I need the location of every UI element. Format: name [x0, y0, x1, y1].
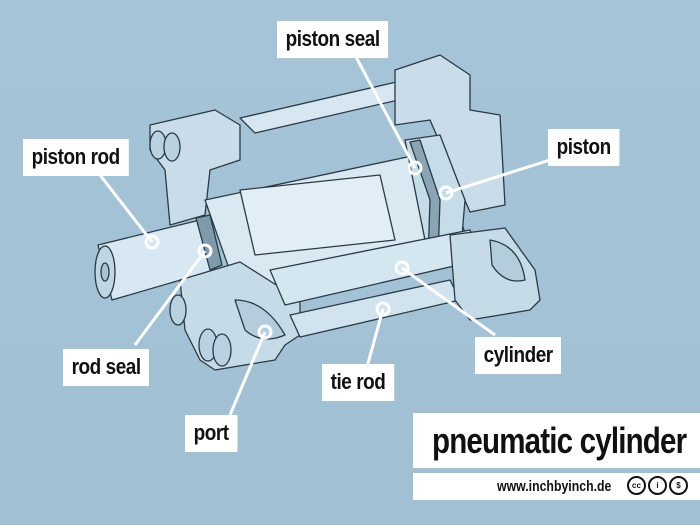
nc-noncommercial-icon: $ [669, 476, 688, 495]
label-cylinder: cylinder [475, 337, 562, 374]
label-piston: piston [548, 129, 620, 166]
by-attribution-icon: i [648, 476, 667, 495]
label-piston-rod: piston rod [23, 139, 129, 176]
source-url: www.inchbyinch.de [497, 478, 612, 495]
title-box [413, 413, 700, 468]
label-tie-rod: tie rod [322, 364, 395, 401]
label-rod-seal: rod seal [63, 349, 150, 386]
label-piston-seal: piston seal [277, 21, 389, 58]
label-port: port [185, 415, 238, 452]
diagram-title: pneumatic cylinder [432, 420, 687, 461]
cc-icon: cc [627, 476, 646, 495]
license-icons: cc i $ [627, 476, 688, 495]
